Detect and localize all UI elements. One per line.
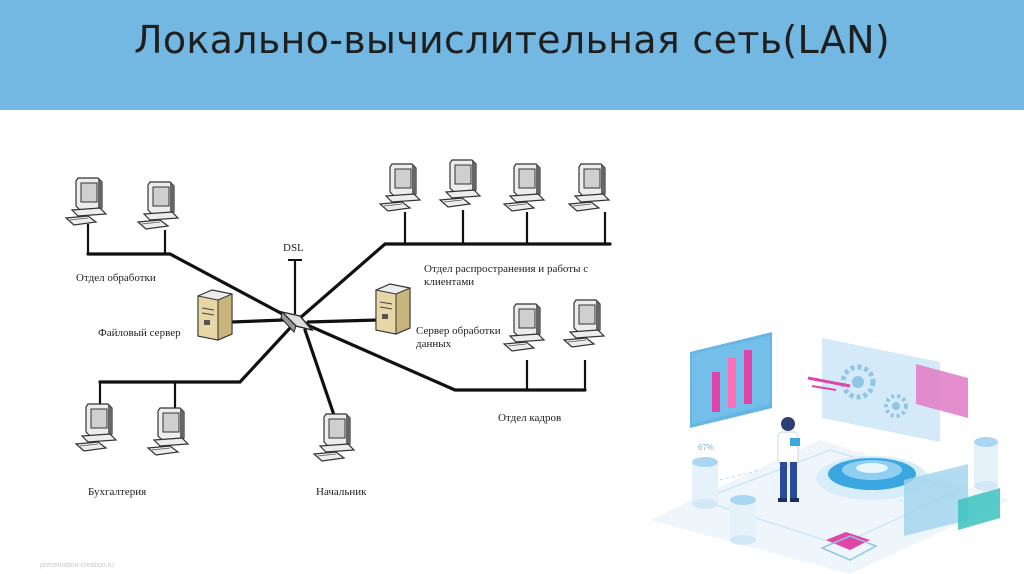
pc-hr-1 [503, 303, 545, 352]
label-boss: Начальник [316, 486, 367, 498]
pc-distribution-4 [568, 163, 610, 212]
cylinder-left [692, 457, 718, 509]
pc-hr-2 [563, 299, 605, 348]
pc-boss [313, 413, 355, 462]
slide-title: Локально-вычислительная сеть(LAN) [133, 18, 891, 62]
bar-chart-panel-illustration [690, 332, 772, 428]
dsl-hub [279, 310, 314, 333]
data-server [375, 283, 411, 335]
label-accounting: Бухгалтерия [88, 486, 146, 498]
tech-illustration: 67% [650, 332, 1010, 574]
title-bar [0, 0, 1024, 110]
dsl-label: DSL [283, 242, 304, 254]
pc-accounting-1 [75, 403, 117, 452]
label-data-server-1: Сервер обработки [416, 325, 501, 337]
cylinder-right [974, 437, 998, 491]
label-data-server-2: данных [416, 338, 452, 350]
cylinder-mid [730, 495, 756, 545]
pc-distribution-1 [379, 163, 421, 212]
label-distribution-dept-1: Отдел распространения и работы с [424, 263, 588, 275]
file-server [197, 289, 233, 341]
footer-source: presentation-creation.ru [40, 562, 114, 569]
label-hr-dept: Отдел кадров [498, 412, 561, 424]
pc-distribution-2 [439, 159, 481, 208]
pc-accounting-2 [147, 407, 189, 456]
gear-panel-illustration [822, 338, 940, 442]
percent-label: 67% [698, 443, 714, 452]
label-distribution-dept-2: клиентами [424, 276, 474, 288]
pc-processing-1 [65, 177, 107, 226]
network-wires [86, 210, 612, 420]
label-processing-dept: Отдел обработки [76, 272, 156, 284]
pc-distribution-3 [503, 163, 545, 212]
person-figure [777, 417, 800, 502]
pc-processing-2 [137, 181, 179, 230]
label-file-server: Файловый сервер [98, 327, 181, 339]
